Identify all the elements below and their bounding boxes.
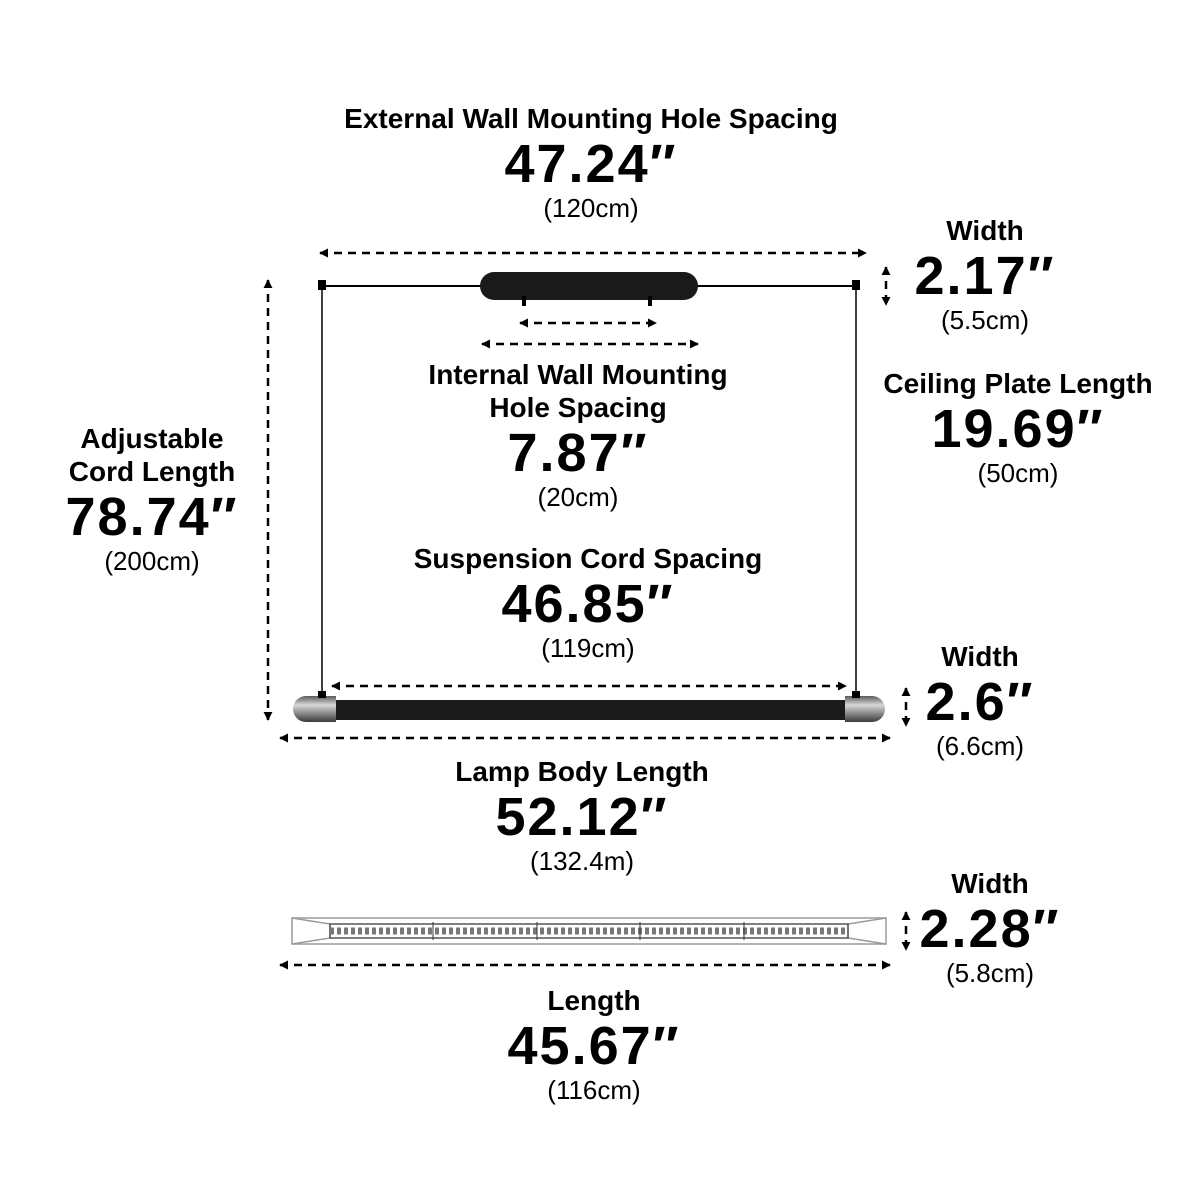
internal-hole-spacing-title-2: Hole Spacing <box>489 392 667 423</box>
ceiling-width-metric: (5.5cm) <box>940 305 1030 335</box>
suspension-cord-spacing-label: Suspension Cord Spacing 46.85″ (119cm) <box>414 542 762 663</box>
lamp-body-length-title: Lamp Body Length <box>455 756 709 787</box>
external-hole-spacing-metric: (120cm) <box>543 193 639 223</box>
lamp-body <box>293 691 885 722</box>
module-width-label: Width 2.28″ (5.8cm) <box>920 867 1061 988</box>
ceiling-plate-length-metric: (50cm) <box>977 458 1059 488</box>
lamp-width-metric: (6.6cm) <box>935 731 1025 761</box>
cord-length-label: Adjustable Cord Length 78.74″ (200cm) <box>66 422 239 576</box>
internal-hole-spacing-title-1: Internal Wall Mounting <box>428 359 728 390</box>
suspension-cord-spacing-value: 46.85″ <box>501 574 675 634</box>
lamp-width-value: 2.6″ <box>925 672 1035 732</box>
external-hole-spacing-label: External Wall Mounting Hole Spacing 47.2… <box>344 102 838 223</box>
ceiling-plate-length-value: 19.69″ <box>931 399 1105 459</box>
internal-hole-spacing-label: Internal Wall Mounting Hole Spacing 7.87… <box>428 358 727 512</box>
lamp-body-length-value: 52.12″ <box>495 787 669 847</box>
suspension-cord-spacing-metric: (119cm) <box>541 633 635 663</box>
suspension-cord-spacing-title: Suspension Cord Spacing <box>413 543 763 574</box>
cord-length-title-2: Cord Length <box>68 456 236 487</box>
ceiling-width-label: Width 2.17″ (5.5cm) <box>915 214 1056 335</box>
module-width-title: Width <box>951 868 1029 899</box>
lamp-body-length-label: Lamp Body Length 52.12″ (132.4m) <box>455 755 709 876</box>
lamp-body-length-metric: (132.4m) <box>529 846 635 876</box>
module-length-value: 45.67″ <box>507 1016 681 1076</box>
cord-length-title-1: Adjustable <box>80 423 224 454</box>
cord-length-value: 78.74″ <box>65 487 239 547</box>
module-length-title: Length <box>547 985 641 1016</box>
external-hole-spacing-title: External Wall Mounting Hole Spacing <box>344 103 838 134</box>
ceiling-plate-length-label: Ceiling Plate Length 19.69″ (50cm) <box>883 367 1152 488</box>
led-module <box>291 917 887 945</box>
module-width-metric: (5.8cm) <box>945 958 1035 988</box>
cord-length-metric: (200cm) <box>104 546 200 576</box>
ceiling-plate <box>318 272 860 306</box>
module-length-label: Length 45.67″ (116cm) <box>508 984 681 1105</box>
module-length-metric: (116cm) <box>547 1075 641 1105</box>
internal-hole-spacing-value: 7.87″ <box>507 423 649 483</box>
ceiling-plate-length-title: Ceiling Plate Length <box>883 368 1153 399</box>
ceiling-width-title: Width <box>946 215 1024 246</box>
lamp-width-title: Width <box>941 641 1019 672</box>
lamp-width-label: Width 2.6″ (6.6cm) <box>926 640 1035 761</box>
internal-hole-spacing-metric: (20cm) <box>537 482 619 512</box>
ceiling-width-value: 2.17″ <box>914 246 1056 306</box>
module-width-value: 2.28″ <box>919 899 1061 959</box>
external-hole-spacing-value: 47.24″ <box>504 134 678 194</box>
